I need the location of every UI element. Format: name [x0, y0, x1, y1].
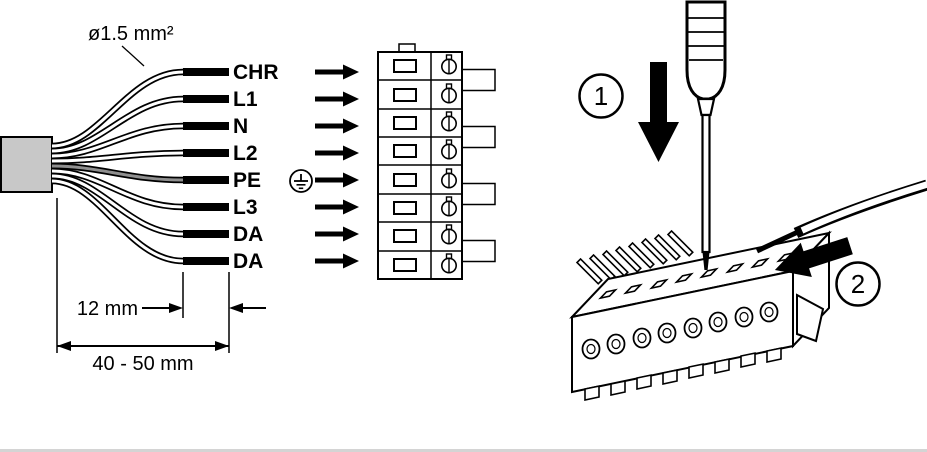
release-slot	[598, 288, 618, 300]
earth-icon	[289, 169, 313, 193]
dim-arrow-icon	[229, 303, 243, 313]
wire-label: L3	[233, 196, 258, 219]
wire-label: CHR	[233, 61, 279, 84]
flow-arrow-icon	[343, 172, 359, 188]
clamp-icon	[393, 144, 417, 158]
flow-arrow-icon	[343, 118, 359, 134]
flow-arrow-icon	[343, 64, 359, 80]
cable-assembly: ø1.5 mm² CHR L1 N	[0, 23, 359, 273]
step-number: 2	[851, 269, 865, 299]
foot	[688, 363, 704, 379]
step-2-badge: 2	[835, 261, 881, 307]
clamp-icon	[393, 116, 417, 130]
dimension-12mm: 12 mm	[77, 272, 266, 320]
release-slot	[623, 283, 643, 295]
foot	[714, 358, 730, 374]
dim-arrow-icon	[215, 341, 229, 351]
flow-arrow-icon	[343, 199, 359, 215]
step-1-badge: 1	[578, 73, 624, 119]
pin	[627, 241, 655, 269]
wire	[51, 68, 184, 150]
wire-label: L2	[233, 142, 258, 165]
dim-arrow-icon	[57, 341, 71, 351]
foot	[610, 380, 626, 396]
foot	[766, 347, 782, 363]
block-top-notch	[398, 43, 416, 53]
bottom-divider	[0, 449, 927, 452]
flow-arrow-icon	[343, 145, 359, 161]
wire-row-da1: DA	[51, 172, 359, 246]
pin	[614, 245, 642, 273]
screwdriver	[685, 0, 727, 270]
release-slot	[699, 267, 719, 279]
foot	[636, 374, 652, 390]
wire-label: N	[233, 115, 248, 138]
wire-row-da2: DA	[51, 177, 359, 273]
insert-arrow-icon	[774, 237, 853, 277]
clamp-icon	[393, 201, 417, 215]
wire-label: L1	[233, 88, 258, 111]
terminal-row	[393, 54, 457, 75]
screwdriver-shaft	[701, 113, 711, 254]
flow-arrow-icon	[343, 91, 359, 107]
clamp-icon	[393, 88, 417, 102]
block-side-tab	[461, 239, 496, 263]
screwdriver-tip	[702, 252, 710, 270]
flow-arrow-icon	[343, 226, 359, 242]
clamp-icon	[393, 258, 417, 272]
cable-sheath	[0, 136, 53, 193]
clamp-icon	[393, 59, 417, 73]
wire-row-chr: CHR	[51, 61, 359, 150]
wire-row-pe: PE	[51, 162, 359, 193]
clamp-icon	[393, 229, 417, 243]
pin	[601, 249, 629, 277]
wire-row-n: N	[51, 115, 359, 160]
pin	[666, 229, 694, 257]
terminal-row	[393, 224, 457, 245]
terminal-block-schematic	[377, 43, 496, 280]
screwdriver-handle	[685, 0, 727, 101]
block-side-tab	[461, 68, 496, 92]
terminal-row	[393, 253, 457, 274]
flow-arrow-icon	[343, 253, 359, 269]
pin	[640, 237, 668, 265]
terminal-row	[393, 139, 457, 160]
press-arrow-icon	[638, 62, 679, 162]
pin	[653, 233, 681, 261]
wire-to-insert	[755, 179, 927, 254]
clamp-icon	[393, 173, 417, 187]
foot	[740, 352, 756, 368]
block-side-tab	[461, 125, 496, 149]
wire-row-l3: L3	[51, 167, 359, 219]
wire-row-l1: L1	[51, 88, 359, 155]
free-length-label: 40 - 50 mm	[92, 353, 193, 375]
terminal-row	[393, 196, 457, 217]
wire-gauge-label: ø1.5 mm²	[88, 23, 174, 45]
foot	[662, 369, 678, 385]
wire-label: DA	[233, 250, 263, 273]
dimension-40-50mm: 40 - 50 mm	[56, 198, 230, 375]
release-slot	[750, 257, 770, 269]
strip-length-label: 12 mm	[77, 298, 138, 320]
wire-label: PE	[233, 169, 261, 192]
wire-label: DA	[233, 223, 263, 246]
wire-entry-holes	[581, 301, 779, 360]
terminal-row	[393, 111, 457, 132]
wire-row-l2: L2	[51, 142, 359, 165]
connector-latch	[796, 293, 825, 343]
bare-conductor	[755, 228, 802, 254]
gauge-leader-line	[121, 45, 145, 67]
pin	[575, 257, 603, 285]
screwdriver-ferrule	[696, 97, 716, 117]
block-side-tab	[461, 182, 496, 206]
dim-arrow-icon	[169, 303, 183, 313]
release-slot	[725, 262, 745, 274]
release-slot	[674, 272, 694, 284]
foot	[584, 385, 600, 401]
terminal-row	[393, 168, 457, 189]
step-number: 1	[594, 81, 608, 111]
release-slot	[649, 278, 669, 290]
terminal-row	[393, 83, 457, 104]
